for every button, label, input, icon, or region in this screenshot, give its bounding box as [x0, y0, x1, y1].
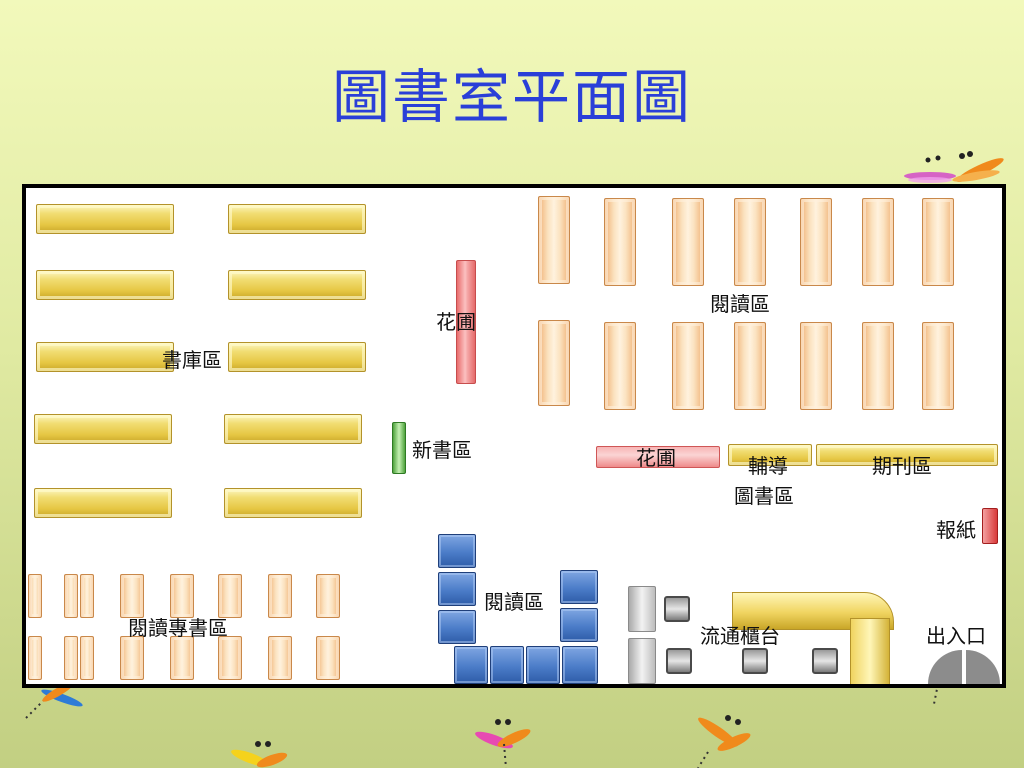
stack-shelf	[34, 414, 172, 444]
page-title: 圖書室平面圖	[331, 63, 692, 131]
reading-table	[538, 196, 570, 284]
blue-reading-table	[560, 570, 598, 604]
reading-table	[922, 322, 954, 410]
special-reading-table	[268, 574, 292, 618]
special-reading-table	[316, 636, 340, 680]
stack-shelf	[224, 488, 362, 518]
reading-table	[734, 198, 766, 286]
special-reading-table	[80, 636, 94, 680]
blue-reading-table	[490, 646, 524, 684]
special-reading-table	[28, 636, 42, 680]
entrance-door-right	[966, 650, 1000, 684]
label-entrance: 出入口	[926, 624, 986, 648]
stack-shelf	[34, 488, 172, 518]
blue-reading-table	[454, 646, 488, 684]
stack-shelf	[228, 270, 366, 300]
guidance-shelf	[728, 444, 812, 466]
dragonfly-icon	[25, 682, 83, 719]
garden-horizontal	[596, 446, 720, 468]
stack-shelf	[228, 204, 366, 234]
special-reading-table	[64, 636, 78, 680]
reading-table	[672, 198, 704, 286]
label-newspaper: 報紙	[936, 518, 976, 542]
entrance-door-left	[928, 650, 962, 684]
blue-reading-table	[438, 572, 476, 606]
label-reading-blue: 閱讀區	[484, 590, 544, 614]
special-reading-table	[120, 636, 144, 680]
reading-table	[862, 322, 894, 410]
dragonfly-icon	[904, 151, 1004, 183]
reading-table	[922, 198, 954, 286]
special-reading-table	[80, 574, 94, 618]
reading-table	[800, 198, 832, 286]
reading-table	[538, 320, 570, 406]
reading-table	[604, 322, 636, 410]
special-reading-table	[170, 636, 194, 680]
reading-table	[862, 198, 894, 286]
special-reading-table	[64, 574, 78, 618]
label-reading-special: 閱讀專書區	[128, 616, 228, 640]
stack-shelf	[36, 204, 174, 234]
label-new-books: 新書區	[412, 438, 472, 462]
special-reading-table	[28, 574, 42, 618]
label-guidance-line2: 圖書區	[734, 484, 794, 508]
circulation-chair	[742, 648, 768, 674]
label-periodicals: 期刊區	[872, 454, 932, 478]
label-guidance-line1: 輔導	[748, 454, 788, 478]
floor-plan: 書庫區 花圃 新書區 閱讀區 花圃 輔導 圖書區 期刊區 報紙 閱讀專書區	[22, 184, 1006, 688]
reading-table	[734, 322, 766, 410]
circulation-counter-side	[850, 618, 890, 684]
blue-reading-table	[438, 610, 476, 644]
circulation-chair	[812, 648, 838, 674]
label-reading-top: 閱讀區	[710, 292, 770, 316]
special-reading-table	[218, 574, 242, 618]
special-reading-table	[316, 574, 340, 618]
circulation-chair	[666, 648, 692, 674]
label-circulation-desk: 流通櫃台	[700, 624, 780, 648]
label-garden-vertical: 花圃	[436, 310, 476, 334]
stack-shelf	[228, 342, 366, 372]
blue-reading-table	[560, 608, 598, 642]
periodicals-shelf	[816, 444, 998, 466]
dragonfly-icon	[475, 719, 531, 768]
circulation-chair	[664, 596, 690, 622]
blue-reading-table	[438, 534, 476, 568]
special-reading-table	[218, 636, 242, 680]
stack-shelf	[36, 342, 174, 372]
dragonfly-icon	[231, 741, 288, 768]
circulation-cabinet	[628, 638, 656, 684]
dragonfly-icon	[697, 715, 751, 768]
reading-table	[604, 198, 636, 286]
newspaper-rack	[982, 508, 998, 544]
reading-table	[800, 322, 832, 410]
reading-table	[672, 322, 704, 410]
garden-vertical	[456, 260, 476, 384]
stack-shelf	[36, 270, 174, 300]
blue-reading-table	[562, 646, 598, 684]
circulation-cabinet	[628, 586, 656, 632]
label-garden-horizontal: 花圃	[636, 446, 676, 470]
stack-shelf	[224, 414, 362, 444]
new-books-shelf	[392, 422, 406, 474]
label-stacks: 書庫區	[162, 348, 222, 372]
special-reading-table	[120, 574, 144, 618]
special-reading-table	[170, 574, 194, 618]
special-reading-table	[268, 636, 292, 680]
blue-reading-table	[526, 646, 560, 684]
